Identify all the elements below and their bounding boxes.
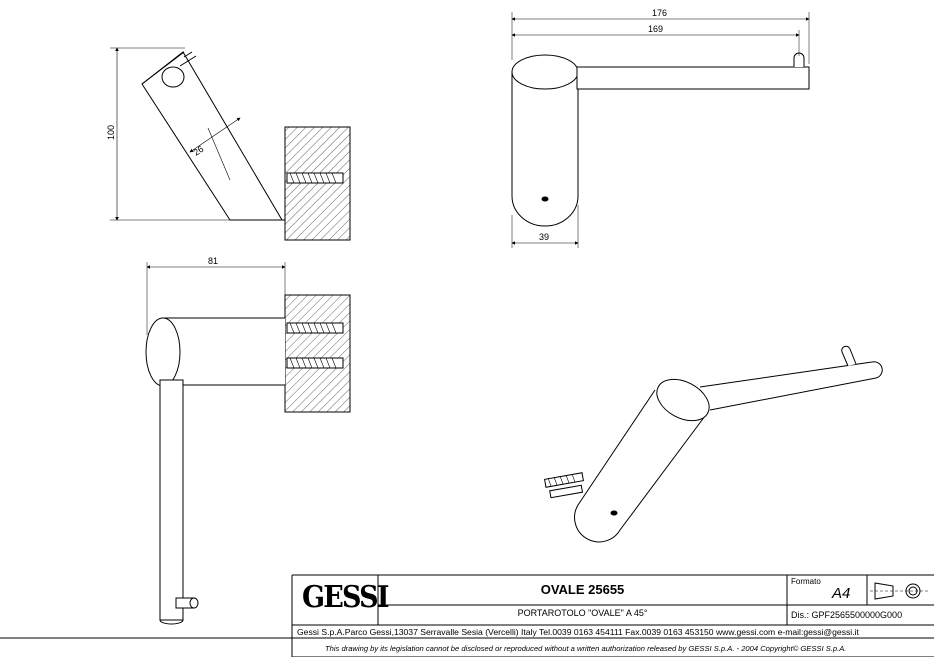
iso-body [574,389,709,543]
copyright-disclaimer: This drawing by its legislation cannot b… [325,644,847,653]
wall-anchor-side [286,172,344,184]
dim-top-inner: 169 [648,24,663,34]
formato-value: A4 [832,585,851,602]
title-block-frame [0,574,934,657]
front-view [145,262,351,625]
iso-body-cap [656,378,710,422]
formato-label: Formato [791,577,821,586]
top-view [511,12,810,248]
pin-side [161,66,185,88]
drawing-subtitle: PORTAROTOLO "OVALE" A 45° [517,608,648,618]
dim-top-overall: 176 [652,8,667,18]
body-top-cap [511,54,579,90]
drawing-number: Dis.: GPF2565500000G000 [791,610,903,620]
body-front [163,318,285,385]
iso-anchors [544,472,584,488]
side-view [110,47,351,241]
body-front-end [145,317,181,387]
dim-front-width: 81 [208,256,218,266]
iso-arm [699,361,883,411]
drawing-title: OVALE 25655 [540,582,625,597]
arm-front [159,379,184,621]
body-top [511,72,579,227]
wall-section-front [284,294,351,413]
company-address: Gessi S.p.A.Parco Gessi,13037 Serravalle… [297,627,859,637]
isometric-view [544,345,883,543]
dim-top-width: 39 [539,232,549,242]
arm-top [576,66,810,90]
dim-side-width: 26 [192,144,206,158]
dim-side-height: 100 [106,125,116,140]
gessi-logo: GESSI [302,580,389,615]
